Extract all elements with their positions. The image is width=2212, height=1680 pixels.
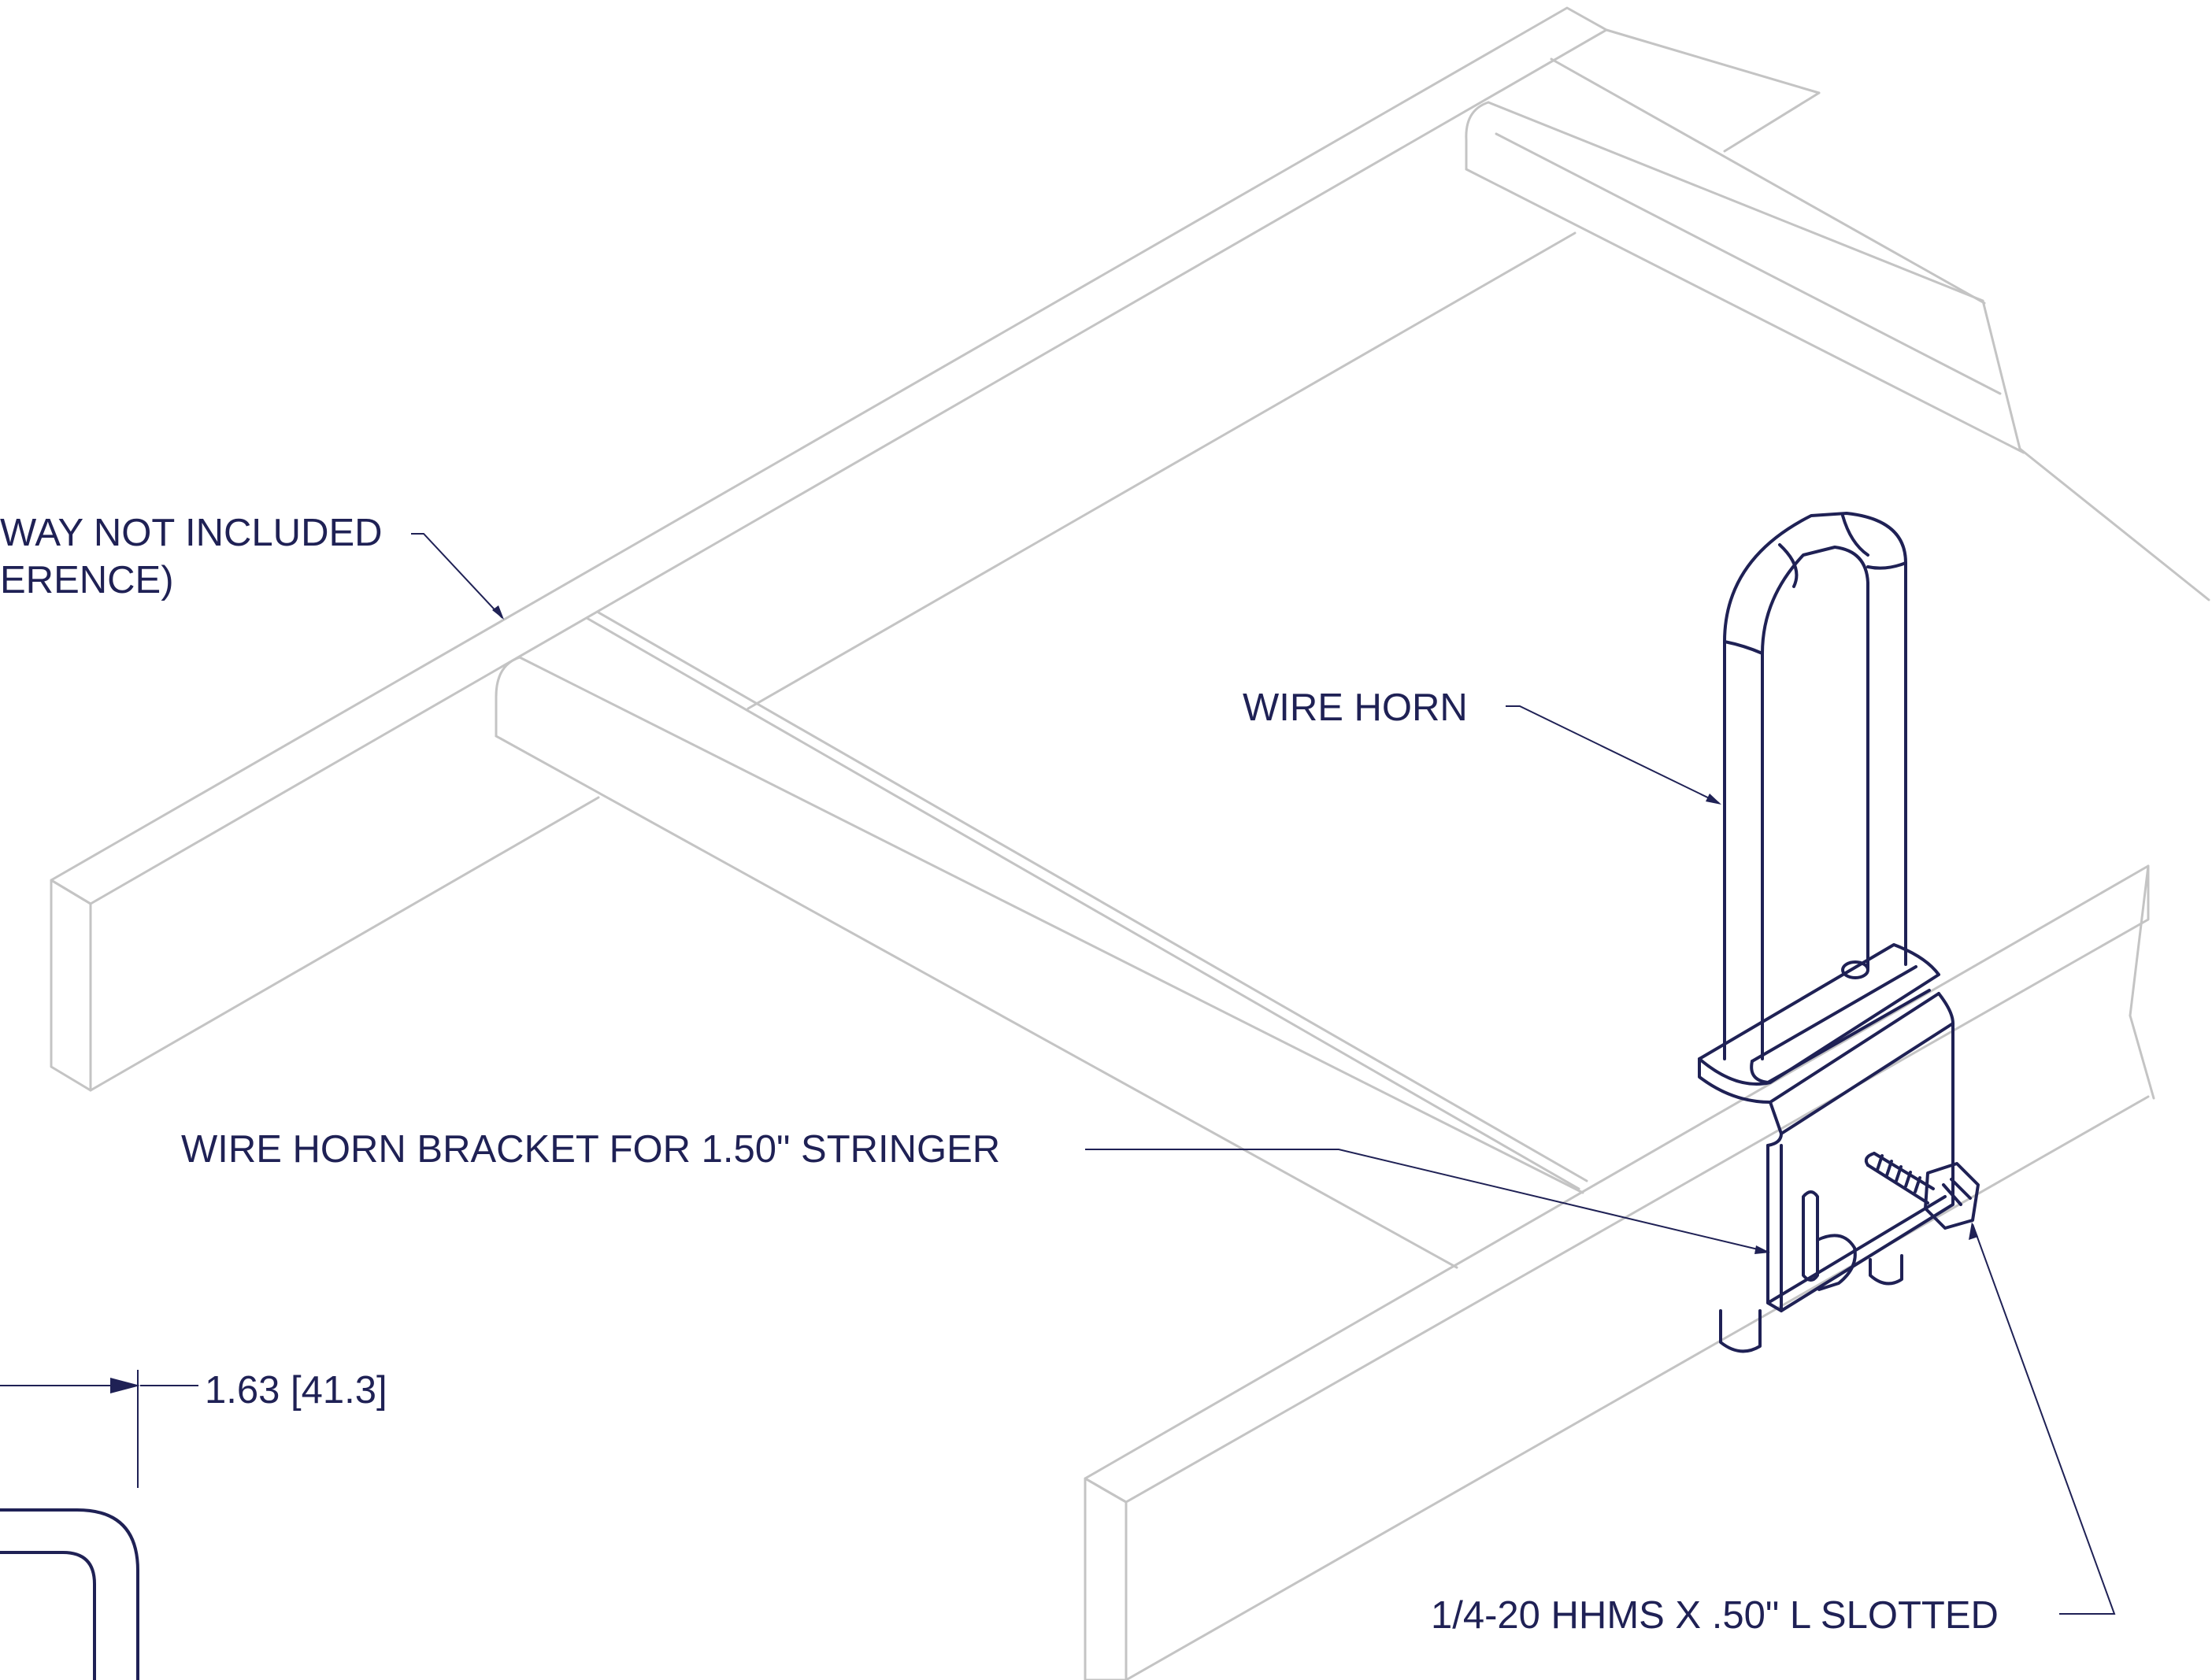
front-stringer	[1084, 864, 2155, 1680]
dimension-label: 1.63 [41.3]	[205, 1369, 387, 1412]
bracket-label: WIRE HORN BRACKET FOR 1.50" STRINGER	[181, 1128, 1000, 1171]
back-rung	[1465, 101, 2210, 601]
cable-tray-label-line2: ERENCE)	[0, 559, 174, 601]
wire-horn-label: WIRE HORN	[1243, 686, 1468, 729]
cable-ladder-reference	[50, 6, 2210, 1680]
wire-horn	[1723, 512, 1931, 1084]
cable-tray-label-line1: WAY NOT INCLUDED	[0, 512, 383, 554]
detail-view	[0, 1370, 198, 1680]
back-stringer	[50, 6, 1986, 1092]
slotted-screw	[1864, 1152, 1980, 1230]
wire-horn-bracket	[1698, 943, 1954, 1353]
screw-label: 1/4-20 HHMS X .50" L SLOTTED	[1431, 1594, 1999, 1637]
labels: WAY NOT INCLUDED ERENCE) WIRE HORN WIRE …	[0, 512, 1999, 1637]
wire-horn-assembly	[1698, 512, 1980, 1353]
leaders	[411, 533, 2116, 1615]
dimension-arrowhead	[110, 1378, 140, 1393]
front-rung	[495, 611, 1588, 1269]
